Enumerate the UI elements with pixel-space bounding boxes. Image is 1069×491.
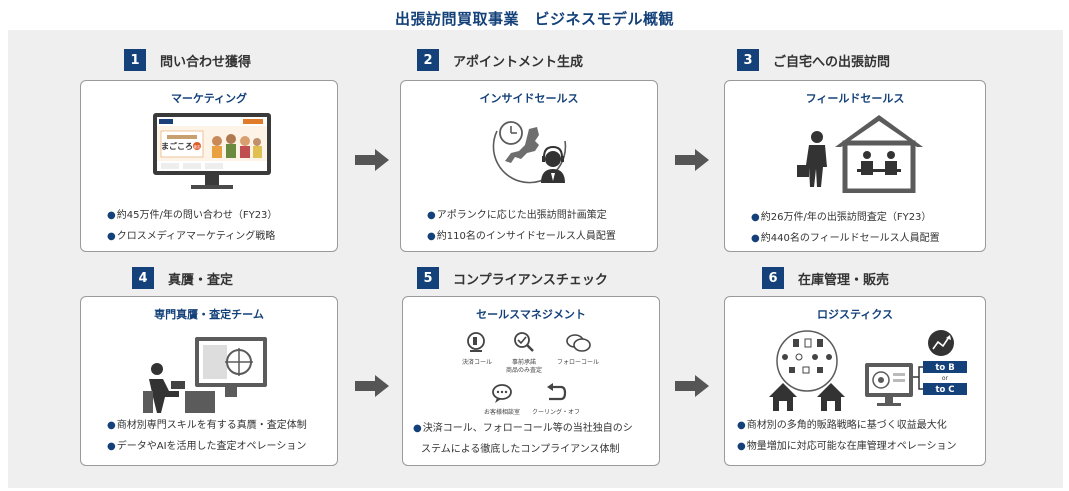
step-3-header: 3 ご自宅への出張訪問 [737,49,890,71]
visit-house-icon [797,115,923,193]
to-c-label: to C [935,385,954,395]
step-number: 2 [417,49,439,71]
card-marketing: マーケティング まごころ 査定 [80,80,338,252]
card-title: マーケティング [170,92,248,105]
card-logistics: ロジスティクス [724,296,986,466]
card-title: フィールドセールス [805,92,905,105]
bullet-item: ●約110名のインサイドセールス人員配置 [427,231,616,242]
card-field-sales: フィールドセールス ●約26万件/年の出張訪問査定（FY23） ●約440名のフ… [724,80,986,252]
step-4-header: 4 真贋・査定 [132,267,233,289]
step-number: 4 [132,267,154,289]
page-title: 出張訪問買取事業 ビジネスモデル概観 [394,10,674,28]
bullet-item: ●約26万件/年の出張訪問査定（FY23） [751,212,932,223]
chat-bubbles-icon [566,334,591,352]
step-label: 真贋・査定 [168,272,234,288]
card-authentication: 専門真贋・査定チーム ●商材別専門スキルを有する真贋・査定体制 ●データやAIを… [80,296,338,466]
screen-logo-text: まごころ [161,141,193,151]
label-settlement-call: 決済コール [461,359,492,366]
label-customer-consultation: お客様相談室 [483,409,520,416]
bullet-item: ●アポランクに応じた出張訪問計画策定 [427,210,607,221]
bullet-list: ●商材別専門スキルを有する真贋・査定体制 ●データやAIを活用した査定オペレーシ… [107,415,307,457]
card-title: ロジスティクス [816,308,893,321]
label-cooling-off: クーリング・オフ [531,409,580,416]
card-inside-sales: インサイドセールス ●アポランクに応じた出張訪問計画策定 ●約110名のインサイ… [400,80,658,252]
bullet-list: ●アポランクに応じた出張訪問計画策定 ●約110名のインサイドセールス人員配置 [427,205,616,247]
step-5-header: 5 コンプライアンスチェック [417,267,608,289]
screen-tag-text: 査定 [194,144,201,149]
model-panel: 1 問い合わせ獲得 マーケティング まごころ 査定 [8,30,1063,488]
bullet-item: ●約440名のフィールドセールス人員配置 [751,233,940,244]
step-number: 3 [737,49,759,71]
step-label: コンプライアンスチェック [453,272,608,288]
bullet-item: ●決済コール、フォローコール等の当社独自のシ [413,423,633,434]
step-label: 在庫管理・販売 [798,272,890,288]
speech-bubble-icon [492,384,512,403]
arrow-right-icon [355,149,389,171]
card-title: 専門真贋・査定チーム [154,308,264,321]
step-number: 5 [417,267,439,289]
bullet-item: ●データやAIを活用した査定オペレーション [107,441,307,452]
step-label: 問い合わせ獲得 [160,54,252,70]
card-sales-management: セールスマネジメント 決済コール 事前承諾 商品のみ査定 フォローコール お客様… [402,296,660,466]
bullet-item: ステムによる徹底したコンプライアンス体制 [421,444,620,455]
appraiser-monitor-icon [143,337,267,413]
return-arrow-icon [547,383,567,401]
phone-hand-icon [467,332,485,352]
label-prior-consent-1: 事前承諾 [511,359,536,366]
to-b-label: to B [935,363,954,373]
bullet-list: ●決済コール、フォローコール等の当社独自のシ ステムによる徹底したコンプライアン… [413,418,633,460]
label-follow-call: フォローコール [556,359,599,366]
bullet-item: ●商材別専門スキルを有する真贋・査定体制 [107,420,307,431]
bullet-list: ●約45万件/年の問い合わせ（FY23） ●クロスメディアマーケティング戦略 [107,205,277,247]
arrow-right-icon [355,375,389,397]
arrow-right-icon [675,149,709,171]
step-2-header: 2 アポイントメント生成 [417,49,583,71]
bullet-item: ●物量増加に対応可能な在庫管理オペレーション [737,441,957,452]
bullet-item: ●クロスメディアマーケティング戦略 [107,231,276,242]
bullet-item: ●商材別の多角的販路戦略に基づく収益最大化 [737,420,947,431]
step-number: 1 [124,49,146,71]
bullet-item: ●約45万件/年の問い合わせ（FY23） [107,210,278,221]
monitor-website-icon: まごころ 査定 [153,113,271,189]
label-prior-consent-2: 商品のみ査定 [505,367,542,374]
or-label: or [942,375,949,382]
step-label: アポイントメント生成 [453,54,584,70]
card-title: セールスマネジメント [476,308,586,321]
step-number: 6 [762,267,784,289]
bullet-list: ●商材別の多角的販路戦略に基づく収益最大化 ●物量増加に対応可能な在庫管理オペレ… [737,415,957,457]
arrow-right-icon [675,375,709,397]
clock-map-operator-icon [492,121,567,184]
magnifier-check-icon [514,332,534,352]
step-6-header: 6 在庫管理・販売 [762,267,889,289]
step-1-header: 1 問い合わせ獲得 [124,49,251,71]
card-title: インサイドセールス [479,92,579,105]
step-label: ご自宅への出張訪問 [773,54,891,70]
warehouse-channel-icon: to B or to C [769,330,967,411]
bullet-list: ●約26万件/年の出張訪問査定（FY23） ●約440名のフィールドセールス人員… [751,207,940,249]
